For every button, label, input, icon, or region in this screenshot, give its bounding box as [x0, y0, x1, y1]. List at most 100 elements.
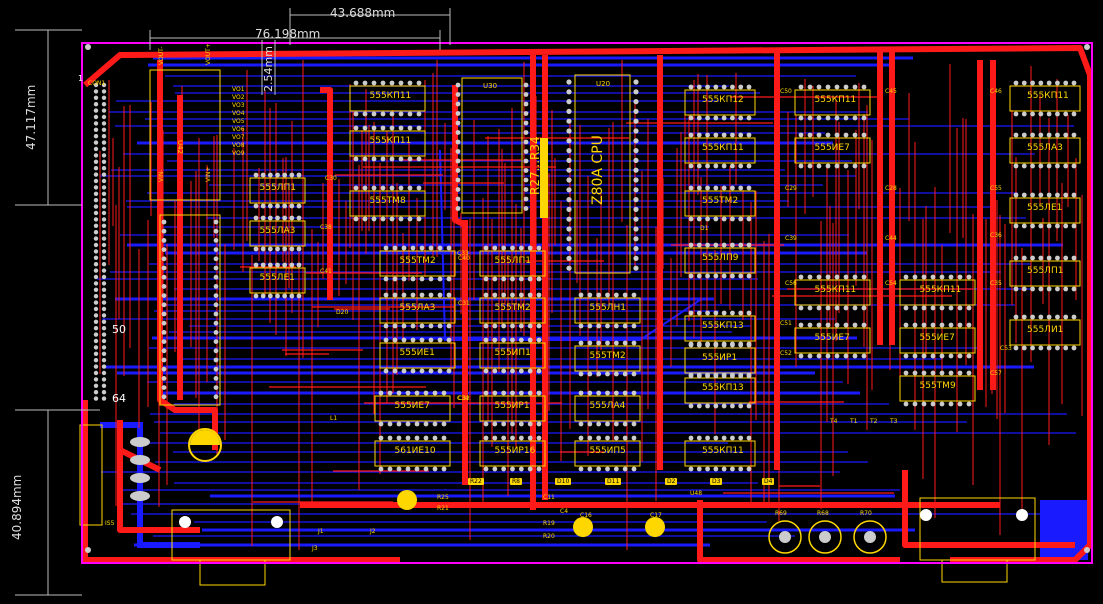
connector-pin-50-label: 50 — [112, 323, 126, 336]
chip-pad — [930, 401, 936, 407]
chip-label: 555КП11 — [702, 143, 744, 153]
chip-label: 555ЛА3 — [259, 226, 296, 236]
chip-pad — [816, 84, 822, 90]
chip-pad — [353, 80, 359, 86]
component-ref-label: C34 — [457, 395, 469, 402]
chip-pad — [843, 84, 849, 90]
chip-pad — [746, 242, 752, 248]
component-ref-label: J1 — [318, 528, 324, 535]
chip-label: 555КП11 — [814, 285, 857, 295]
chip-pad — [419, 368, 425, 374]
power-module-pin-label: VO4 — [232, 110, 245, 117]
chip-pad — [267, 172, 273, 178]
chip-pad — [721, 242, 727, 248]
u30-pad — [523, 101, 529, 107]
chip-pad — [419, 323, 425, 329]
chip-pad — [721, 310, 727, 316]
u30-pad — [523, 206, 529, 211]
chip-pad — [688, 372, 694, 378]
edge-connector-pad — [93, 294, 99, 299]
electrolytic-cap-mark — [190, 430, 220, 445]
chip-label: 555ИЕ7 — [919, 333, 955, 343]
electrolytic-cap — [188, 428, 222, 462]
component-ref-label: R8 — [510, 478, 522, 485]
edge-connector-pad — [93, 223, 99, 228]
chip-38-outline — [1009, 260, 1081, 287]
chip-pad — [518, 435, 524, 441]
chip-pad — [730, 216, 735, 222]
chip-pad — [510, 292, 515, 298]
edge-connector-pad — [93, 377, 99, 382]
capacitor-ref-label: C46 — [990, 88, 1002, 95]
chip-pad — [746, 403, 752, 409]
chip-pad — [1071, 223, 1077, 229]
chip-pad — [825, 163, 831, 169]
power-jack — [79, 424, 103, 526]
chip-pad — [730, 403, 735, 409]
chip-pad — [510, 245, 515, 251]
edge-connector-pad — [101, 313, 107, 318]
component-ref-label: L1 — [330, 415, 338, 422]
chip-label: 555КП11 — [369, 136, 412, 146]
chip-pad — [510, 421, 515, 427]
cpu-pad — [566, 226, 572, 232]
cpu-ref: U20 — [596, 80, 611, 88]
chip-pad — [696, 273, 702, 279]
dip-pad — [213, 330, 219, 335]
chip-pad — [371, 156, 377, 162]
cpu-pad — [566, 138, 572, 144]
chip-pad — [1030, 223, 1035, 229]
cap-body — [645, 517, 665, 537]
chip-pad — [696, 185, 702, 191]
chip-27-outline — [684, 440, 756, 467]
chip-pad — [705, 372, 710, 378]
chip-pad — [721, 115, 727, 121]
chip-pad — [688, 132, 694, 138]
chip-pad — [807, 322, 813, 328]
cpu-label: Z80A CPU — [590, 135, 606, 205]
chip-pad — [387, 421, 393, 427]
dip-pad — [213, 339, 219, 344]
chip-pad — [282, 246, 288, 252]
chip-pad — [362, 216, 368, 222]
chip-29-outline — [794, 137, 871, 164]
edge-connector-pad — [93, 134, 99, 139]
chip-pad — [631, 390, 637, 396]
chip-9-outline — [374, 395, 451, 422]
chip-pad — [587, 371, 593, 377]
chip-pad — [1038, 80, 1044, 86]
chip-pad — [1063, 80, 1069, 86]
chip-pad — [1038, 111, 1044, 117]
chip-label: 555КП12 — [702, 95, 744, 105]
chip-pad — [432, 435, 438, 441]
chip-pad — [696, 132, 702, 138]
chip-pad — [492, 466, 498, 472]
u30-pad — [455, 206, 461, 211]
chip-pad — [518, 245, 524, 251]
chip-pad — [483, 466, 489, 472]
chip-pad — [423, 421, 429, 427]
chip-pad — [383, 292, 389, 298]
chip-pad — [688, 310, 694, 316]
cpu-pad — [633, 138, 639, 144]
edge-connector-pad — [101, 185, 107, 190]
chip-pad — [688, 163, 694, 169]
cpu-pad — [566, 128, 572, 134]
chip-pad — [362, 111, 368, 117]
edge-connector-pad — [101, 198, 107, 203]
chip-24-outline — [684, 315, 756, 342]
chip-pad — [1063, 345, 1069, 351]
chip-pad — [383, 368, 389, 374]
edge-connector-pad — [93, 114, 99, 120]
top-power-rail — [83, 45, 1093, 563]
silkscreen-layer — [79, 69, 1081, 586]
chip-pad — [939, 305, 945, 311]
chip-pad — [1021, 132, 1027, 138]
chip-pad — [861, 274, 867, 280]
edge-connector-pad — [93, 89, 99, 94]
chip-pad — [428, 292, 434, 298]
chip-pad — [966, 401, 972, 407]
chip-pad — [296, 203, 302, 209]
chip-pad — [353, 156, 359, 162]
chip-pad — [419, 292, 425, 298]
